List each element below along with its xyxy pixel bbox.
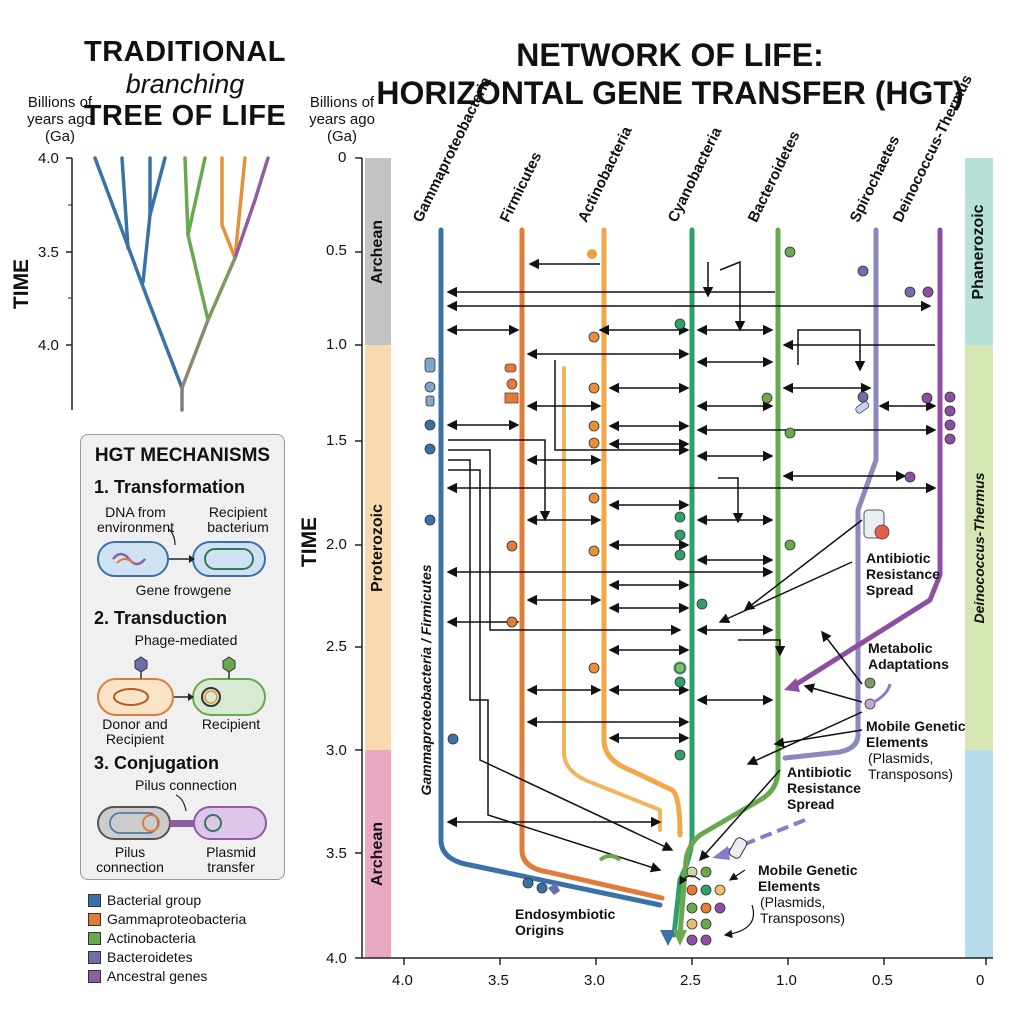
y-tick-5: 2.5 [326,638,347,655]
annotation-metabolic: Metabolic Adaptations [868,640,949,672]
firmicute-icon-3 [504,392,519,404]
y-tick-7: 3.5 [326,845,347,862]
era-band-deinococcus: Deinococcus-Thermus [965,345,993,750]
bacillus-icon-2 [425,395,435,407]
lineage-orange-branch [562,366,662,832]
era-band-archean-top: Archean [365,158,391,345]
legend-item-2: Gammaproteobacteria [88,911,246,927]
y-tick-4: 2.0 [326,536,347,553]
legend-item-3: Actinobacteria [88,930,196,946]
cocci-icon [424,381,436,393]
mechanisms-title: HGT MECHANISMS [94,445,271,466]
lineage-deinococcus [792,227,943,688]
firmicute-icon-2 [506,378,518,390]
tree-unit-label: Billions of years ago (Ga) [27,94,93,145]
tree-title: TRADITIONAL branching TREE OF LIFE [60,36,310,133]
microbe-icons [424,249,892,895]
x-tick-6: 0 [976,972,985,989]
transformation-label-right: Recipient bacterium [207,504,269,535]
lineage-cyanobacteria [671,227,695,938]
transduction-label-left: Donor and Recipient [102,716,168,747]
legend-item-5: Ancestral genes [88,968,207,984]
lineage-gammaproteobacteria [438,227,663,908]
transformation-caption: Gene frowgene [135,582,232,598]
hgt-mechanisms-panel: HGT MECHANISMS 1. Transformation DNA fro… [80,434,285,880]
x-tick-2: 3.0 [584,972,605,989]
transformation-heading: 1. Transformation [94,477,246,497]
cyanobacteria-icon [673,661,687,675]
arrowhead-green [673,930,687,946]
era-band-phanerozoic: Phanerozoic [965,158,993,345]
network-unit-label: Billions of years ago (Ga) [309,94,375,145]
y-tick-1: 0.5 [326,242,347,259]
tree-diagram [66,156,270,412]
x-tick-5: 0.5 [872,972,893,989]
conjugation-heading: 3. Conjugation [94,753,219,773]
donor-dna-cell [97,541,169,577]
tree-tick-1: 4.0 [38,150,59,167]
sun-microbe-icon [587,249,597,259]
annotation-mobile-2: Mobile Genetic Elements [758,862,858,894]
mechanism-illustrations [97,528,267,840]
x-tick-4: 1.0 [776,972,797,989]
transduction-heading: 2. Transduction [94,608,228,628]
annotation-antibiotic-2: Antibiotic Resistance Spread [787,764,861,812]
annotation-mobile-1: Mobile Genetic Elements [866,718,966,750]
diatom-icon [548,883,560,895]
donor-cell [97,678,174,716]
x-tick-3: 2.5 [680,972,701,989]
lineage-bacteroidetes [677,227,781,938]
era-band-proterozoic: Proterozoic [365,345,391,750]
tree-title-line3: TREE OF LIFE [83,100,287,132]
tree-title-line1: TRADITIONAL [83,36,287,68]
lineage-firmicutes [519,227,665,901]
tree-tick-3: 4.0 [38,337,59,354]
era-band-archean-bottom: Archean [365,750,391,958]
y-tick-0: 0 [338,149,347,166]
legend-item-1: Bacterial group [88,892,201,908]
legend-item-4: Bacteroidetes [88,949,193,965]
y-tick-8: 4.0 [326,950,347,967]
arrowhead-blue [660,930,676,946]
x-tick-1: 3.5 [488,972,509,989]
transduction-label-right: Recipient [201,716,261,732]
annotation-antibiotic-1: Antibiotic Resistance Spread [866,550,940,598]
y-tick-2: 1.0 [326,336,347,353]
plasmid-vial-icon [728,837,748,859]
firmicute-icon-1 [504,363,517,373]
annotation-mobile-2-sub: (Plasmids, Transposons) [760,894,846,926]
transduction-sub: Phage-mediated [134,632,238,648]
annotation-endosymbiotic: Endosymbiotic Origins [515,906,616,938]
transformation-label-left: DNA from environment [96,504,175,535]
tree-tick-2: 3.5 [38,244,59,261]
spiral-microbe-icon [598,854,622,862]
x-tick-0: 4.0 [392,972,413,989]
y-tick-6: 3.0 [326,742,347,759]
antibiotic-icon [874,524,890,540]
lineage-spirochaetes [782,227,879,761]
conjugation-label-left: Pilus connection [96,844,164,875]
annotation-mobile-1-sub: (Plasmids, Transposons) [868,750,954,782]
y-tick-3: 1.5 [326,432,347,449]
network-title-line1: NETWORK OF LIFE: [516,37,824,73]
network-title: NETWORK OF LIFE: HORIZONTAL GENE TRANSFE… [360,36,980,112]
era-band-blue [965,750,993,958]
pill-icon [855,401,870,414]
pilus-bridge [170,820,194,827]
tree-title-line2: branching [125,69,245,99]
network-title-line2: HORIZONTAL GENE TRANSFER (HGT) [376,75,964,111]
lineage-actinobacteria [601,227,683,838]
conjugation-label-right: Plasmid transfer [206,844,256,875]
conjugation-sub: Pilus connection [135,777,237,793]
bacillus-icon-1 [424,357,436,373]
